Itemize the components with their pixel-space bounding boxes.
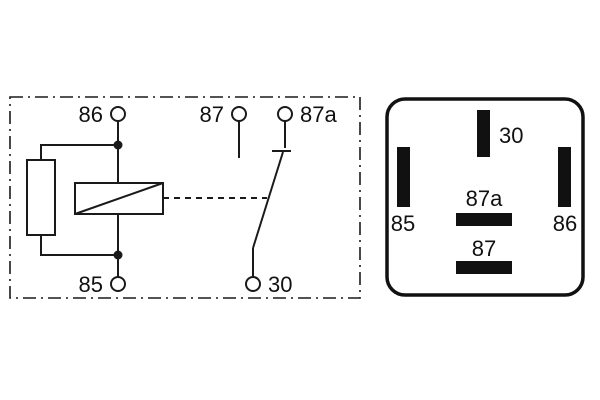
coil-diagonal <box>74 182 164 215</box>
schematic-label-87a: 87a <box>300 102 337 127</box>
pin-label-87: 87 <box>472 236 496 261</box>
relay-body-outline <box>385 97 585 297</box>
pin-label-30: 30 <box>499 123 523 148</box>
schematic-labels: 86 87 87a 85 30 <box>79 102 338 297</box>
pin-label-86: 86 <box>553 211 577 236</box>
resistor-wire-top <box>40 144 118 160</box>
pin-slot-87a <box>456 213 512 226</box>
terminal-circle-87a <box>277 106 293 122</box>
junction-dot-top <box>113 140 123 150</box>
schematic-label-87: 87 <box>200 102 224 127</box>
pin-slot-86 <box>558 147 571 207</box>
pin-label-87a: 87a <box>466 186 503 211</box>
terminal-circle-87 <box>231 106 247 122</box>
resistor-wire-bottom <box>40 235 118 256</box>
pin-label-85: 85 <box>391 211 415 236</box>
terminal-circle-30 <box>245 276 261 292</box>
pin-layout: 30 87a 85 86 87 <box>385 97 585 297</box>
switch-arm <box>252 151 284 249</box>
resistor-symbol <box>26 159 56 236</box>
terminal-circle-86 <box>110 106 126 122</box>
pin-slot-85 <box>397 147 410 207</box>
pin-slot-30 <box>477 110 490 157</box>
schematic-label-86: 86 <box>79 102 103 127</box>
terminal-circle-85 <box>110 276 126 292</box>
junction-dot-bottom <box>113 250 123 260</box>
schematic-dashed-border <box>9 96 361 299</box>
schematic-label-30: 30 <box>268 272 292 297</box>
pin-slot-87 <box>456 261 512 274</box>
circuit-schematic <box>9 96 361 299</box>
schematic-label-85: 85 <box>79 272 103 297</box>
